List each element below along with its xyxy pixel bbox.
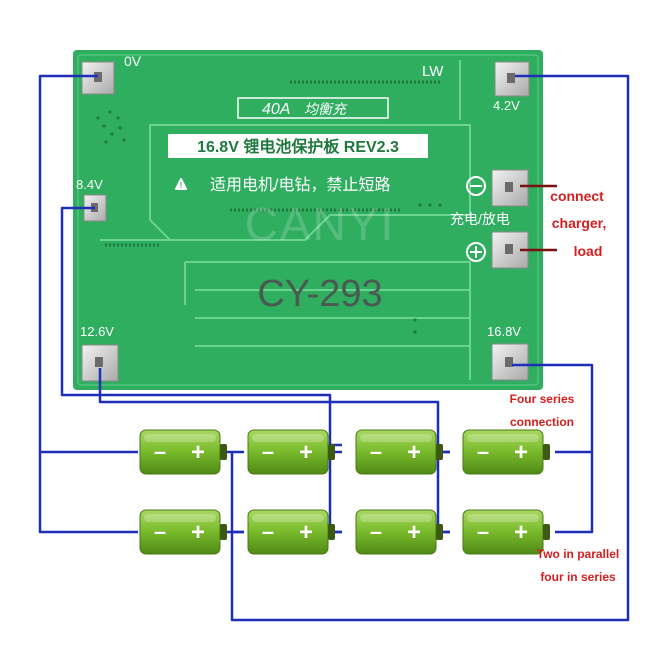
callout-arrows [520, 184, 557, 252]
battery-negative-symbol: – [154, 519, 166, 544]
battery-cell: –+ [462, 509, 550, 555]
battery-cell: –+ [462, 429, 550, 475]
battery-cell: –+ [247, 509, 335, 555]
pad-16-8v [491, 343, 529, 381]
note-series-2: connection [510, 415, 574, 429]
note-parallel-1: Two in parallel [537, 547, 619, 561]
label-4-2v: 4.2V [493, 98, 520, 113]
warning-icon: ! [175, 178, 187, 190]
battery-positive-symbol: + [514, 439, 528, 466]
label-8-4v: 8.4V [76, 177, 103, 192]
model-text: CY-293 [257, 273, 382, 315]
battery-cell: –+ [355, 509, 443, 555]
balance-text: 均衡充 [304, 101, 348, 117]
battery-positive-symbol: + [407, 519, 421, 546]
battery-positive-symbol: + [407, 439, 421, 466]
battery-positive-symbol: + [299, 519, 313, 546]
battery-negative-symbol: – [262, 519, 274, 544]
minus-terminal-icon [466, 176, 486, 196]
pad-0v [81, 61, 115, 95]
battery-positive-symbol: + [191, 439, 205, 466]
pcb-dotted-strips [105, 80, 440, 247]
note-parallel-2: four in series [540, 570, 616, 584]
board-title: 16.8V 锂电池保护板 REV2.3 [197, 137, 399, 156]
note-series-1: Four series [510, 392, 575, 406]
note-connect-2: charger, [552, 215, 606, 231]
note-connect-1: connect [550, 188, 604, 204]
watermark: CANYI [245, 198, 396, 250]
lw-label: LW [422, 63, 444, 80]
pcb-vias [96, 110, 442, 334]
charge-discharge-label: 充电/放电 [450, 211, 510, 227]
battery-negative-symbol: – [154, 439, 166, 464]
battery-positive-symbol: + [514, 519, 528, 546]
note-connect-3: load [574, 243, 603, 259]
battery-positive-symbol: + [299, 439, 313, 466]
battery-positive-symbol: + [191, 519, 205, 546]
plus-terminal-icon [466, 242, 486, 262]
label-12-6v: 12.6V [80, 324, 114, 339]
battery-negative-symbol: – [477, 519, 489, 544]
svg-text:!: ! [180, 181, 183, 190]
battery-negative-symbol: – [262, 439, 274, 464]
rating-text: 40A [262, 101, 290, 118]
title-label-bg [168, 134, 428, 158]
battery-negative-symbol: – [477, 439, 489, 464]
battery-cell: –+ [139, 429, 227, 475]
pad-discharge-minus [491, 169, 529, 207]
battery-negative-symbol: – [370, 519, 382, 544]
pcb-traces [100, 60, 471, 380]
pad-4-2v [494, 61, 530, 97]
battery-cell: –+ [247, 429, 335, 475]
battery-negative-symbol: – [370, 439, 382, 464]
label-0v: 0V [124, 53, 142, 69]
battery-cell: –+ [355, 429, 443, 475]
label-16-8v: 16.8V [487, 324, 521, 339]
battery-array: –+–+–+–+–+–+–+–+ [139, 429, 550, 555]
battery-cell: –+ [139, 509, 227, 555]
rating-badge: 40A 均衡充 [237, 97, 389, 119]
warning-text: 适用电机/电钻，禁止短路 [210, 176, 390, 194]
